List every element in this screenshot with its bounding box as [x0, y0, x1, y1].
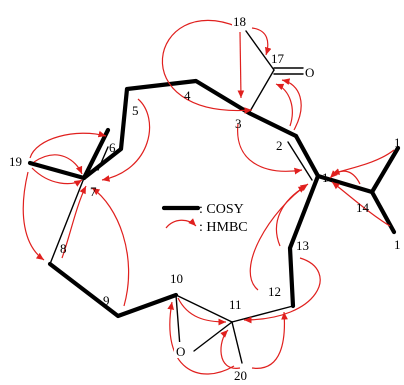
hmbc-h3-c1 [237, 123, 303, 175]
bond-c10-o [175, 294, 181, 348]
label-c1: 1 [322, 170, 329, 185]
cosy-c1-c14 [315, 173, 375, 195]
hmbc-arrows [22, 19, 395, 375]
hmbc-h20-c11 [220, 329, 241, 369]
label-c7: 7 [90, 184, 97, 199]
legend-hmbc-label: : HMBC [199, 220, 248, 235]
bond-c2-c1-inner [287, 141, 313, 181]
label-c20: 20 [234, 368, 247, 383]
atom-labels: 18 17 O 4 3 2 5 6 7 19 8 9 10 11 O 20 12… [9, 12, 401, 383]
label-c19: 19 [9, 154, 22, 169]
label-c3: 3 [235, 116, 242, 131]
hmbc-h16-c1 [331, 181, 391, 227]
label-c8: 8 [60, 241, 67, 256]
label-c11: 11 [229, 297, 242, 312]
hmbc-h8-c7 [61, 185, 87, 259]
hmbc-h19-c8 [22, 171, 45, 261]
label-c15: 1 [394, 135, 401, 150]
cosy-c14-methyls [369, 145, 401, 235]
hmbc-h18-c3 [237, 31, 245, 99]
hmbc-h12-c1 [249, 183, 309, 291]
thin-bonds [49, 30, 313, 364]
hmbc-h14-c1 [329, 170, 361, 185]
cosy-c8-c9-c10 [47, 261, 179, 319]
bond-c17-c18 [245, 30, 275, 71]
hmbc-h19-c7-b [33, 154, 83, 175]
label-c9: 9 [103, 293, 110, 308]
label-c18: 18 [233, 14, 246, 29]
cosy-c2-c1 [293, 133, 321, 179]
label-c14: 14 [356, 200, 370, 215]
label-c5: 5 [132, 103, 139, 118]
hmbc-h9-c7 [91, 187, 130, 307]
label-c2: 2 [276, 138, 283, 153]
cosy-c12-c13-c1 [287, 173, 321, 309]
legend: : COSY : HMBC [161, 202, 248, 235]
hmbc-h19-c6 [29, 130, 107, 159]
hmbc-h5-c7 [101, 98, 151, 182]
bond-c11-c12 [231, 305, 294, 323]
label-c12: 12 [268, 284, 281, 299]
label-c17: 17 [271, 51, 285, 66]
hmbc-h18-c17 [251, 27, 272, 56]
legend-cosy-label: : COSY [199, 202, 244, 217]
hmbc-h20-c10 [167, 301, 235, 375]
bond-c11-o [193, 321, 233, 352]
label-c16: 1 [394, 237, 401, 252]
bond-c17-c3 [248, 69, 275, 114]
hmbc-h13-c11 [243, 257, 321, 324]
hmbc-h20-c12 [251, 311, 288, 369]
label-c6: 6 [109, 140, 116, 155]
bond-c7-c8 [49, 177, 85, 265]
label-c13: 13 [296, 238, 309, 253]
hmbc-h2-c17-b [281, 78, 302, 131]
label-c4: 4 [184, 88, 191, 103]
hmbc-h19-c7-a [31, 167, 83, 187]
bond-c11-c20 [231, 321, 243, 364]
legend-hmbc-swatch [165, 218, 197, 229]
label-c10: 10 [170, 271, 183, 286]
cosy-c7-c19 [27, 160, 87, 181]
label-oxygen-epoxide: O [176, 344, 185, 359]
hmbc-h18-c17-loop [161, 19, 253, 114]
hmbc-h2-c17-a [275, 83, 293, 127]
bond-c10-c11 [175, 294, 233, 323]
hmbc-h10-c11 [177, 297, 227, 326]
label-oxygen-ketone: O [305, 65, 314, 80]
cosy-bonds [27, 78, 401, 319]
